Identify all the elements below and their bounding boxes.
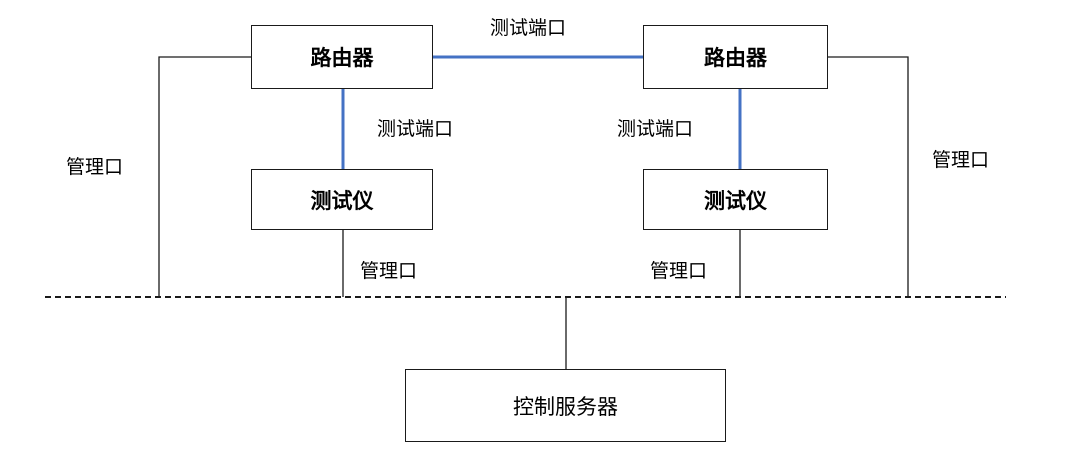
mgmt-port-label-far-left: 管理口 (66, 156, 124, 178)
router-left-node: 路由器 (251, 25, 433, 89)
router-right-node: 路由器 (643, 25, 828, 89)
mgmt-port-label-tester-right: 管理口 (650, 260, 708, 282)
tester-right-label: 测试仪 (704, 188, 767, 213)
tester-left-node: 测试仪 (251, 169, 433, 230)
mgmt-port-label-tester-left: 管理口 (360, 260, 418, 282)
router-right-label: 路由器 (704, 46, 767, 70)
control-server-label: 控制服务器 (513, 394, 618, 419)
mgmt-port-label-far-right: 管理口 (932, 149, 990, 171)
test-port-label-left: 测试端口 (377, 118, 454, 140)
test-port-label-right: 测试端口 (617, 118, 694, 140)
control-server-node: 控制服务器 (405, 369, 726, 442)
test-port-label-top: 测试端口 (490, 17, 567, 39)
tester-right-node: 测试仪 (643, 169, 828, 230)
mgmt-link-left-router (158, 56, 251, 297)
tester-left-label: 测试仪 (310, 188, 374, 213)
mgmt-link-right-router (828, 56, 909, 297)
router-left-label: 路由器 (310, 46, 374, 70)
